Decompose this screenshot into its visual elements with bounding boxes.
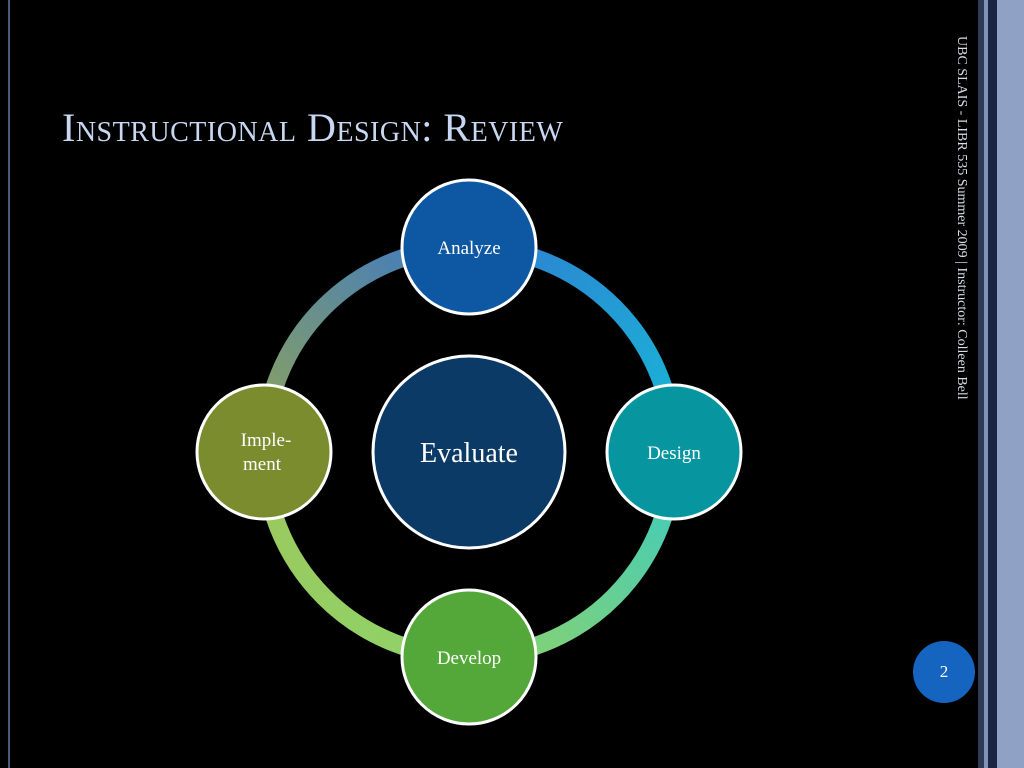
node-implement-label-line2: ment bbox=[243, 454, 282, 475]
node-evaluate-label: Evaluate bbox=[420, 438, 518, 469]
slide-title: Instructional Design: Review bbox=[62, 105, 564, 150]
page-number-badge: 2 bbox=[913, 641, 975, 703]
node-develop-label: Develop bbox=[437, 648, 501, 669]
node-design-label: Design bbox=[647, 443, 701, 464]
node-analyze-label: Analyze bbox=[437, 238, 500, 259]
node-implement: Imple- ment bbox=[195, 383, 333, 521]
node-design: Design bbox=[605, 383, 743, 521]
course-info-text: UBC SLAIS - LIBR 535 Summer 2009 | Instr… bbox=[954, 36, 969, 400]
node-evaluate: Evaluate bbox=[371, 354, 567, 550]
node-develop: Develop bbox=[400, 588, 538, 726]
node-implement-label-line1: Imple- bbox=[241, 430, 292, 451]
left-border bbox=[0, 0, 10, 768]
right-border-stripe bbox=[988, 0, 997, 768]
right-border-stripe bbox=[978, 0, 984, 768]
right-border-stripe bbox=[997, 0, 1024, 768]
right-border-stripe bbox=[984, 0, 988, 768]
node-analyze: Analyze bbox=[400, 178, 538, 316]
